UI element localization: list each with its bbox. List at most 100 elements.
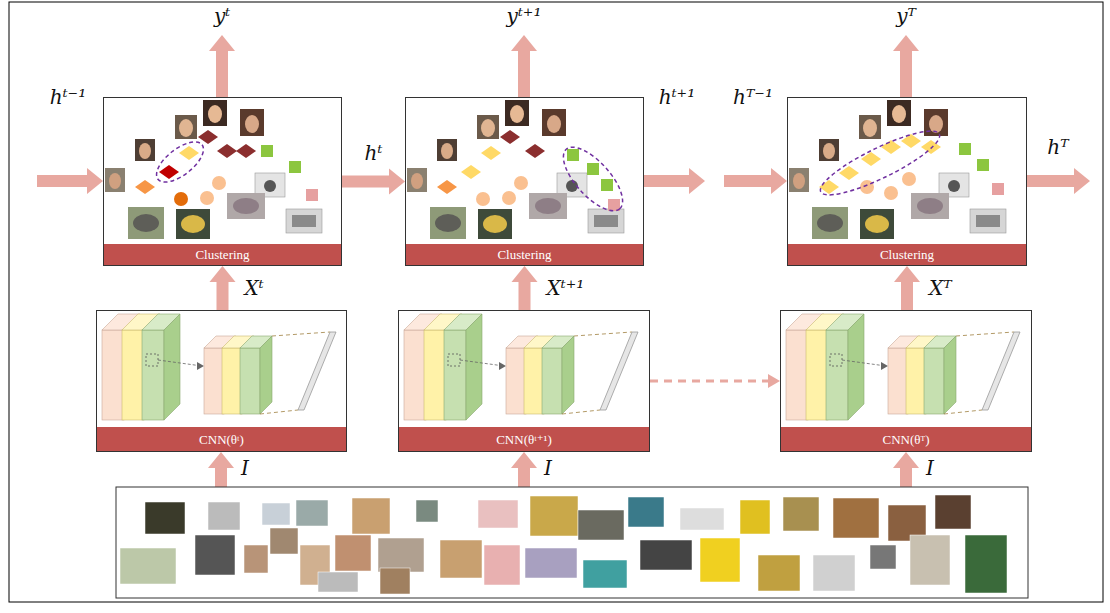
math-label: I: [544, 455, 552, 481]
label-band: Clustering: [406, 244, 643, 265]
square-point: [587, 163, 599, 175]
photo-thumbnail: [813, 555, 855, 591]
panel-title: Clustering: [880, 248, 934, 261]
cnn-layers: [102, 314, 336, 420]
circle-point: [902, 172, 916, 186]
cnn-layers: [404, 314, 638, 420]
photo-thumbnail: [262, 503, 290, 525]
diamond-point: [921, 140, 941, 154]
edge-label: Xᵀ: [929, 275, 952, 301]
cluster-points: [135, 130, 318, 206]
panel-title: Clustering: [497, 248, 551, 261]
merge-outline: [554, 138, 633, 220]
image-panel: [116, 487, 1028, 598]
outer-frame: [9, 2, 1103, 602]
state-arrow: [37, 168, 103, 194]
panel-title: CNN(θᵗ⁺¹): [496, 433, 552, 446]
input-arrow: [511, 452, 537, 487]
photo-thumbnail: [783, 497, 819, 531]
square-point: [289, 161, 301, 173]
photo-thumbnail: [870, 545, 896, 569]
diamond-point: [839, 166, 859, 180]
dashed-arrow: [650, 374, 780, 388]
photo-thumbnail: [578, 510, 624, 540]
block-arrow: [342, 169, 405, 195]
diamond-point: [901, 134, 921, 148]
state-arrow: [1027, 168, 1090, 194]
photo-thumbnail: [740, 500, 770, 534]
photo-set: [407, 100, 624, 239]
label-band: Clustering: [104, 244, 341, 265]
input-arrow: [893, 452, 919, 487]
photo-thumbnail: [640, 540, 692, 570]
edge-label: Xᵗ⁺¹: [547, 275, 585, 301]
merge-outline: [814, 121, 946, 206]
photo-thumbnail: [525, 548, 577, 578]
photo-thumbnail: [208, 502, 240, 530]
photo-thumbnail: [758, 555, 800, 591]
clustering-panel: Clustering: [405, 97, 644, 266]
square-point: [261, 145, 273, 157]
photo-thumbnail: [270, 528, 298, 554]
diamond-point: [525, 144, 545, 158]
edge-label: hᵗ: [365, 140, 383, 166]
photo-thumbnail: [380, 568, 410, 594]
circle-point: [502, 191, 516, 205]
label-band: Clustering: [788, 244, 1026, 265]
diamond-point: [135, 180, 155, 194]
diamond-point: [881, 140, 901, 154]
block-arrow: [894, 266, 920, 310]
output-arrow: [893, 35, 919, 97]
panel-title: CNN(θᵀ): [882, 433, 929, 446]
diamond-point: [198, 130, 218, 144]
merge-outline: [150, 135, 210, 190]
photo-thumbnail: [378, 538, 424, 572]
photo-thumbnail: [530, 496, 578, 536]
label-band: CNN(θᵀ): [781, 427, 1031, 451]
photo-thumbnail: [335, 535, 371, 571]
square-point: [567, 149, 579, 161]
photo-thumbnail: [352, 498, 390, 534]
photo-thumbnail: [910, 535, 950, 585]
square-point: [601, 179, 613, 191]
circle-point: [476, 192, 490, 206]
label-band: CNN(θᵗ): [97, 427, 346, 451]
math-label: hᵗ⁻¹: [50, 84, 86, 110]
photo-thumbnail: [965, 535, 1007, 593]
block-arrow: [210, 266, 236, 310]
arrow-head: [768, 374, 780, 388]
diamond-point: [179, 146, 199, 160]
panel-title: CNN(θᵗ): [199, 433, 244, 446]
photo-thumbnail: [296, 500, 328, 526]
cnn-layers: [786, 314, 1020, 420]
arrow-shape: [210, 266, 236, 310]
image-thumbnails: [120, 495, 1007, 594]
edge-label: Xᵗ: [245, 275, 264, 301]
state-arrow: [724, 168, 787, 194]
diamond-point: [819, 180, 839, 194]
square-point: [959, 143, 971, 155]
math-label: hᵀ: [1047, 134, 1068, 160]
arrow-shape: [894, 266, 920, 310]
block-arrow: [512, 266, 538, 310]
photo-thumbnail: [680, 508, 724, 530]
photo-thumbnail: [700, 538, 740, 582]
photo-thumbnail: [195, 535, 235, 575]
photo-thumbnail: [833, 498, 879, 538]
math-label: I: [926, 455, 934, 481]
circle-point: [174, 192, 188, 206]
photo-set: [105, 100, 322, 239]
diamond-point: [461, 165, 481, 179]
cnn-panel: CNN(θᵗ⁺¹): [398, 310, 650, 452]
cnn-panel: CNN(θᵗ): [96, 310, 347, 452]
photo-thumbnail: [318, 572, 358, 592]
photo-thumbnail: [583, 560, 627, 588]
photo-thumbnail: [244, 545, 268, 573]
circle-point: [200, 191, 214, 205]
diamond-point: [236, 144, 256, 158]
math-label: I: [241, 455, 249, 481]
math-label: hᵀ⁻¹: [733, 84, 773, 110]
cluster-points: [437, 130, 632, 220]
